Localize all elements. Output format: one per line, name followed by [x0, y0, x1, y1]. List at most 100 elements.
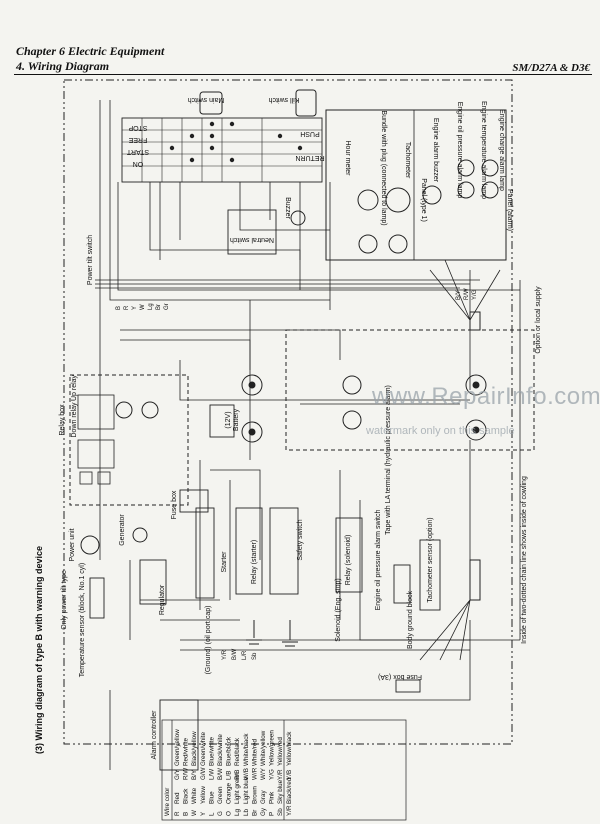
label-tape-la: Tape with LA terminal (hydraulic pressur…	[385, 385, 392, 535]
label-down-relay: Down relay	[71, 402, 78, 438]
wire-color-code: P	[269, 812, 276, 816]
wire-code: Y/G	[472, 289, 478, 300]
label-option-local: Option or local supply	[535, 286, 542, 354]
label-start: START	[126, 148, 149, 155]
figure-caption: (3) Wiring diagram of type B with warnin…	[34, 546, 44, 754]
wire-color-name: Gray	[260, 790, 267, 804]
wire-color-code: G/W	[200, 767, 207, 780]
relay-box-frame	[69, 374, 189, 506]
wire-code: Sb	[252, 652, 258, 660]
wire-color-name: White/black	[243, 733, 250, 766]
chapter-title: Chapter 6 Electric Equipment	[16, 44, 165, 58]
label-relay-box: Relay box	[59, 404, 66, 436]
wire-code: B/Y	[456, 290, 462, 300]
label-fuse-3a: Fuse box (3A)	[378, 673, 422, 680]
label-alarm-controller: Alarm controller	[151, 710, 158, 760]
wire-color-code: G	[217, 811, 224, 816]
label-temperature-sensor: Temperature sensor (block, No.1 cyl)	[79, 563, 86, 677]
panel-box	[325, 109, 507, 261]
wire-color-code: Y/B	[286, 770, 293, 780]
wire-color-name: Black	[183, 788, 190, 804]
label-return: RETURN	[295, 154, 324, 161]
wire-code: Br	[156, 304, 162, 310]
wire-color-code: Y/G	[269, 769, 276, 780]
label-oil-pressure-lamp: Engine oil pressure alarm lamp	[456, 102, 463, 199]
label-ground-oil-port: (Ground) (oil port cap)	[205, 606, 212, 675]
wire-color-code: R/W	[183, 768, 190, 780]
wire-color-name: Yellow/red	[277, 737, 284, 766]
watermark-sub: watermark only on this sample	[366, 425, 515, 437]
wire-color-code: B	[183, 812, 190, 816]
wire-color-name: Blue/white	[208, 736, 215, 766]
wire-color-name: Green/white	[200, 732, 207, 766]
label-power-tilt-switch: Power tilt switch	[87, 235, 94, 285]
label-push: PUSH	[300, 130, 319, 137]
wire-color-code: G/Y	[174, 768, 181, 780]
label-stop: STOP	[128, 124, 147, 131]
wiring-lines	[95, 100, 521, 770]
kill-switch-body	[295, 89, 317, 117]
label-generator: Generator	[119, 514, 126, 546]
wire-color-name: Yellow/green	[269, 730, 276, 766]
wire-color-code: Y/R	[286, 805, 293, 816]
label-main-switch: Main switch	[188, 96, 225, 103]
wire-color-name: Red/white	[183, 738, 190, 766]
label-relay-starter: Relay (starter)	[251, 540, 258, 584]
wire-code: B	[116, 306, 122, 310]
label-solenoid-eng-stop: Solenoid (Eng. stop)	[335, 578, 342, 641]
label-only-power-tilt: Only power tilt type	[61, 570, 68, 630]
wire-color-code: W/R	[251, 767, 258, 780]
label-bundle: Bundle with plug (connected to lamp)	[380, 110, 387, 225]
wire-color-name: Sky blue	[277, 779, 284, 804]
wire-color-name: Pink	[269, 791, 276, 804]
label-hour-meter: Hour meter	[344, 140, 351, 176]
wire-color-code: B/Y	[191, 769, 198, 780]
connectors	[80, 159, 499, 601]
label-tachometer: Tachometer	[404, 142, 411, 179]
wire-color-name: Yellow/black	[286, 731, 293, 766]
wire-color-name: Light green	[234, 772, 241, 804]
section-title: 4. Wiring Diagram	[16, 59, 110, 73]
wire-code: W	[140, 304, 146, 310]
label-on: ON	[133, 160, 144, 167]
label-body-ground: Body ground block	[407, 591, 414, 649]
wire-color-name: Blue	[208, 791, 215, 804]
wire-color-name: Green/yellow	[174, 729, 181, 766]
header-rule	[14, 74, 592, 75]
ground-symbols	[246, 620, 298, 647]
wire-color-code: Lb	[243, 808, 250, 816]
cowling-boundary	[63, 79, 513, 745]
wire-color-name: Orange	[226, 782, 233, 804]
wire-color-code: L/W	[208, 769, 215, 780]
label-panel-alarm: Panel (alarm)	[506, 189, 513, 231]
wire-color-name: Black/yellow	[191, 731, 198, 766]
wire-color-code: Gy	[260, 807, 267, 816]
wire-color-code: W/Y	[260, 767, 267, 780]
label-up-relay: Up relay	[71, 374, 78, 401]
wire-color-name: Red/black	[234, 737, 241, 766]
wire-color-name: White	[191, 787, 198, 804]
label-oil-pressure-switch: Engine oil pressure alarm switch	[375, 510, 382, 611]
wire-color-code: R/B	[234, 770, 241, 781]
option-frame	[285, 329, 535, 451]
wire-color-code: O	[226, 811, 233, 816]
wire-color-code: B/W	[217, 768, 224, 780]
label-relay-solenoid: Relay (solenoid)	[345, 535, 352, 586]
label-tachometer-sensor: Tachometer sensor (option)	[427, 517, 434, 602]
watermark-main: www.RepairInfo.com	[372, 383, 600, 410]
wire-color-code: Y	[200, 811, 207, 816]
relay-box-internal	[77, 394, 115, 485]
wire-color-code: R	[174, 811, 181, 816]
wire-color-code: L/B	[226, 771, 233, 780]
wire-color-code: Y/R	[277, 769, 284, 780]
wire-color-name: White/yellow	[260, 730, 267, 766]
wire-color-code: Lg	[234, 808, 241, 816]
model-code: SM/D27A & D3€	[512, 62, 590, 74]
wire-color-code: W/B	[243, 768, 250, 780]
wire-color-name: Red	[174, 792, 181, 804]
wire-code: Y	[132, 306, 138, 310]
wire-color-name: Black/white	[217, 734, 224, 766]
wire-code: R/W	[464, 288, 470, 300]
wire-code: B/W	[232, 648, 238, 660]
label-temperature-lamp: Engine temperature alarm lamp	[480, 101, 487, 199]
